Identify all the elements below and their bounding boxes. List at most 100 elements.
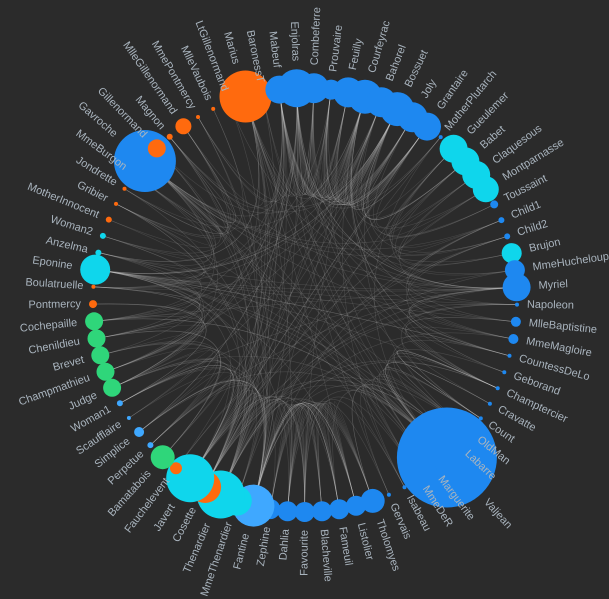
edge-prouvaire-grantaire: [326, 89, 428, 206]
edge-javert-child2: [189, 236, 508, 479]
label-combeferre: Combeferre: [309, 7, 323, 66]
edge-mabeuf-courfeyrac: [279, 89, 366, 197]
node-listolier[interactable]: [346, 495, 367, 516]
node-mme-pontmercy[interactable]: [196, 115, 200, 119]
edge-listolier-zephine: [270, 403, 357, 510]
edge-listolier-dahlia: [287, 403, 357, 512]
node-boulatruelle[interactable]: [91, 284, 96, 289]
edge-fameuil-dahlia: [287, 404, 340, 512]
node-mother-innocent[interactable]: [105, 216, 112, 223]
node-cravatte[interactable]: [487, 401, 492, 406]
node-mother-plutarch[interactable]: [438, 135, 443, 140]
node-child2[interactable]: [504, 233, 511, 240]
edge-fantine-perpetue: [150, 384, 267, 506]
edge-cosette-mlle-vaubois: [204, 108, 258, 488]
node-woman1[interactable]: [116, 400, 123, 407]
edge-eponine-countess-de-lo: [95, 269, 510, 357]
node-valjean[interactable]: [396, 407, 497, 508]
edge-eponine-champtercier: [95, 269, 498, 389]
node-isabeau[interactable]: [402, 485, 407, 490]
node-marguerite[interactable]: [430, 465, 437, 472]
node-tholomyes[interactable]: [360, 488, 385, 513]
node-baroness-t[interactable]: [260, 90, 265, 95]
edge-eponine-mlle-baptistine: [95, 269, 516, 323]
node-napoleon[interactable]: [515, 302, 519, 307]
edge-courfeyrac-marius: [245, 96, 366, 199]
node-myriel[interactable]: [502, 273, 531, 302]
edge-bossuet-magnon: [169, 108, 398, 213]
node-mlle-gillenormand[interactable]: [175, 118, 192, 135]
node-dahlia[interactable]: [277, 501, 298, 522]
edge-mabeuf-mme-thenardier: [236, 89, 287, 501]
node-champmathieu[interactable]: [96, 362, 115, 381]
node-mme-hucheloup[interactable]: [504, 260, 525, 281]
node-blacheville[interactable]: [312, 501, 332, 522]
edge-eponine-javert: [95, 269, 232, 479]
node-jondrette[interactable]: [122, 186, 127, 191]
label-brujon: Brujon: [528, 236, 562, 255]
edge-javert-favourite: [189, 396, 306, 513]
edge-gueulemer-child1: [389, 148, 502, 248]
node-mlle-vaubois[interactable]: [211, 106, 216, 111]
edge-prouvaire-bossuet: [325, 89, 398, 200]
edge-mabeuf-prouvaire: [279, 89, 332, 196]
node-woman2[interactable]: [99, 232, 106, 239]
node-marius[interactable]: [219, 70, 272, 123]
node-perpetue[interactable]: [147, 442, 154, 449]
node-fameuil[interactable]: [329, 499, 350, 520]
node-mlle-baptistine[interactable]: [510, 316, 521, 327]
node-fauchelevent[interactable]: [170, 462, 182, 475]
edge-courfeyrac-grantaire: [344, 96, 428, 207]
node-mme-magloire[interactable]: [508, 334, 519, 344]
node-brujon[interactable]: [501, 243, 522, 264]
edge-javert-judge: [111, 358, 234, 479]
node-champtercier[interactable]: [495, 386, 500, 391]
label-valjean: Valjean: [481, 497, 514, 532]
node-magnon[interactable]: [166, 133, 173, 140]
node-gervais[interactable]: [386, 492, 391, 497]
edge-cosette-napoleon: [204, 304, 518, 488]
node-cochepaille[interactable]: [85, 312, 104, 331]
node-toussaint[interactable]: [490, 200, 499, 209]
edge-baroness-t-prouvaire: [262, 89, 332, 196]
edge-myriel-child2: [408, 236, 517, 290]
edge-joly-toussaint: [373, 117, 495, 238]
node-count[interactable]: [478, 416, 483, 421]
node-pontmercy[interactable]: [89, 300, 97, 309]
node-chenildieu[interactable]: [87, 329, 106, 348]
edge-child2-mlle-baptistine: [407, 236, 516, 323]
node-gillenormand[interactable]: [147, 139, 166, 158]
node-countess-de-lo[interactable]: [507, 353, 512, 358]
node-combeferre[interactable]: [298, 73, 329, 104]
edge-mlle-baptistine-champtercier: [405, 317, 516, 389]
edge-cosette-grantaire: [204, 126, 428, 488]
edge-blacheville-fantine: [253, 403, 323, 512]
node-brevet[interactable]: [91, 346, 110, 365]
edge-eponine-dahlia: [95, 269, 290, 512]
edge-gavroche-child1: [144, 160, 502, 250]
node-anzelma[interactable]: [95, 249, 102, 256]
node-scaufflaire[interactable]: [126, 416, 131, 420]
node-mme-de-r[interactable]: [417, 476, 422, 481]
edge-napoleon-count: [400, 304, 518, 419]
node-geborand[interactable]: [502, 370, 507, 375]
edge-tholomyes-favourite: [304, 402, 373, 513]
node-bamatabois[interactable]: [150, 445, 175, 470]
edge-fameuil-favourite: [304, 405, 340, 513]
edge-thenardier-mme-pontmercy: [197, 116, 259, 495]
node-eponine[interactable]: [80, 254, 111, 285]
edge-fantine-listolier: [253, 402, 357, 506]
node-gribier[interactable]: [114, 201, 118, 206]
label-napoleon: Napoleon: [527, 299, 574, 312]
node-grantaire[interactable]: [413, 112, 441, 141]
node-montparnasse[interactable]: [472, 176, 499, 203]
edge-marius-combeferre: [245, 88, 315, 197]
edge-myriel-countess-de-lo: [408, 287, 517, 357]
node-simplice[interactable]: [134, 427, 145, 437]
node-judge[interactable]: [103, 378, 122, 397]
node-child1[interactable]: [498, 217, 505, 224]
edge-enjolras-bahorel: [296, 88, 382, 198]
node-favourite[interactable]: [294, 502, 315, 522]
edge-enjolras-gavroche: [144, 88, 298, 217]
edge-combeferre-bahorel: [312, 88, 382, 198]
